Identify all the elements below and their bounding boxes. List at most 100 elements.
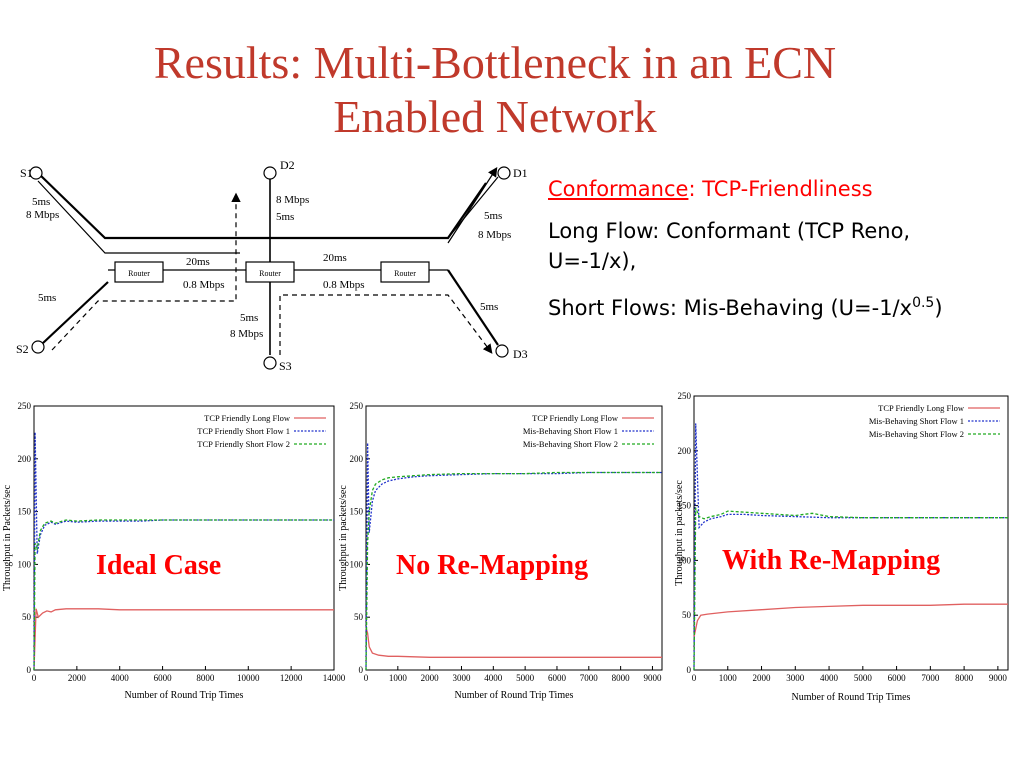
x-tick-label: 2000: [421, 673, 440, 683]
x-tick-label: 4000: [484, 673, 503, 683]
label-s2: S2: [16, 342, 29, 356]
flow-s1-to-d1: [447, 166, 498, 244]
y-tick-label: 200: [18, 454, 32, 464]
label-d1: D1: [513, 166, 528, 180]
legend-entry: TCP Friendly Short Flow 2: [197, 439, 290, 449]
label-d2-bw: 8 Mbps: [276, 194, 309, 206]
overlay-no-remapping: No Re-Mapping: [396, 550, 589, 581]
label-left-bw: 0.8 Mbps: [183, 279, 225, 291]
y-tick-label: 0: [359, 665, 364, 675]
svg-text:Router: Router: [394, 269, 416, 278]
conformance-rest: : TCP-Friendliness: [688, 177, 873, 201]
y-axis-label: Throughput in packets/sec: [674, 480, 685, 586]
x-tick-label: 1000: [719, 673, 738, 683]
x-tick-label: 2000: [68, 673, 87, 683]
label-d2: D2: [280, 158, 295, 172]
x-tick-label: 9000: [643, 673, 662, 683]
label-d2-delay: 5ms: [276, 211, 294, 223]
legend-entry: TCP Friendly Long Flow: [532, 413, 619, 423]
x-tick-label: 7000: [580, 673, 599, 683]
overlay-ideal-case: Ideal Case: [96, 550, 222, 581]
label-right-delay: 20ms: [323, 252, 347, 264]
short-flows-close: ): [934, 296, 943, 320]
x-tick-label: 7000: [921, 673, 940, 683]
note-conformance: Conformance: TCP-Friendliness: [548, 174, 988, 204]
short-flows-text: Short Flows: Mis-Behaving (U=-1/x: [548, 296, 913, 320]
title-line-2: Enabled Network: [333, 91, 657, 142]
label-left-delay: 20ms: [186, 256, 210, 268]
legend-entry: Mis-Behaving Short Flow 1: [523, 426, 618, 436]
y-tick-label: 200: [678, 446, 692, 456]
overlay-with-remapping: With Re-Mapping: [722, 545, 941, 576]
x-tick-label: 6000: [888, 673, 907, 683]
y-tick-label: 150: [678, 501, 692, 511]
node-s3: [263, 356, 277, 370]
label-s1-delay: 5ms: [32, 196, 50, 208]
series-line-1: [693, 603, 1008, 638]
legend-entry: Mis-Behaving Short Flow 2: [523, 439, 618, 449]
network-diagram: Router Router Router S1 S2 D1 D3 D2 S3 5…: [16, 158, 528, 373]
x-tick-label: 10000: [237, 673, 260, 683]
x-tick-label: 9000: [989, 673, 1008, 683]
x-tick-label: 4000: [111, 673, 130, 683]
y-tick-label: 50: [22, 612, 32, 622]
series-line-3: [693, 507, 1008, 671]
series-line-2: [33, 432, 334, 671]
link-s2-to-bottom: [42, 281, 109, 344]
label-s3-delay: 5ms: [240, 312, 258, 324]
router-middle: Router: [245, 261, 295, 283]
slide-title: Results: Multi-Bottleneck in an ECN Enab…: [60, 36, 930, 144]
label-s3-bw: 8 Mbps: [230, 328, 263, 340]
y-tick-label: 150: [18, 507, 32, 517]
label-s3: S3: [279, 359, 292, 373]
node-d2: [263, 166, 277, 180]
x-tick-label: 5000: [854, 673, 873, 683]
x-tick-label: 6000: [548, 673, 567, 683]
legend-entry: TCP Friendly Long Flow: [204, 413, 291, 423]
node-d3: [495, 344, 509, 358]
y-tick-label: 0: [687, 665, 692, 675]
router-right: Router: [380, 261, 430, 283]
label-d1-bw: 8 Mbps: [478, 229, 511, 241]
legend-entry: Mis-Behaving Short Flow 2: [869, 429, 964, 439]
svg-text:Router: Router: [128, 269, 150, 278]
link-s1-inner: [37, 180, 240, 254]
y-tick-label: 50: [354, 612, 364, 622]
y-tick-label: 250: [350, 401, 364, 411]
x-tick-label: 8000: [196, 673, 215, 683]
conformance-label: Conformance: [548, 177, 689, 201]
x-tick-label: 8000: [955, 673, 974, 683]
x-tick-label: 0: [692, 673, 697, 683]
y-tick-label: 200: [350, 454, 364, 464]
label-right-bw: 0.8 Mbps: [323, 279, 365, 291]
x-axis-label: Number of Round Trip Times: [125, 690, 244, 701]
series-line-3: [365, 471, 662, 671]
y-tick-label: 100: [678, 555, 692, 565]
x-tick-label: 8000: [612, 673, 631, 683]
y-tick-label: 100: [18, 559, 32, 569]
x-tick-label: 12000: [280, 673, 303, 683]
flow-s2-to-d2: [51, 192, 241, 351]
node-s2: [31, 340, 45, 354]
plot-frame: [33, 405, 335, 671]
y-axis-label: Throughput in packets/sec: [338, 485, 349, 591]
short-flows-exponent: 0.5: [912, 295, 935, 311]
x-tick-label: 6000: [154, 673, 173, 683]
label-d3-delay: 5ms: [480, 301, 498, 313]
label-s1: S1: [20, 166, 33, 180]
label-s2-delay: 5ms: [38, 292, 56, 304]
label-d1-delay: 5ms: [484, 210, 502, 222]
y-tick-label: 250: [678, 391, 692, 401]
label-d3: D3: [513, 347, 528, 361]
node-s1: [29, 166, 43, 180]
link-d3-bottom: [447, 269, 499, 346]
x-tick-label: 0: [32, 673, 37, 683]
x-tick-label: 5000: [516, 673, 535, 683]
x-tick-label: 0: [364, 673, 369, 683]
y-axis-label: Throughput in Packets/sec: [2, 484, 13, 591]
legend-entry: Mis-Behaving Short Flow 1: [869, 416, 964, 426]
y-tick-label: 250: [18, 401, 32, 411]
